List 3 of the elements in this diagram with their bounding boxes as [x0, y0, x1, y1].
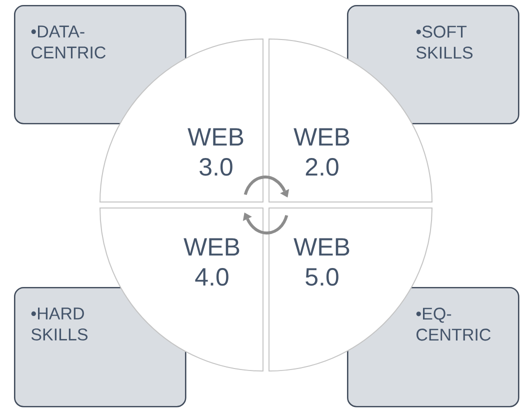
quadrant-segment: WEB 4.0: [100, 208, 264, 372]
curved-arrow: [242, 212, 288, 234]
curved-arrow: [244, 176, 290, 198]
